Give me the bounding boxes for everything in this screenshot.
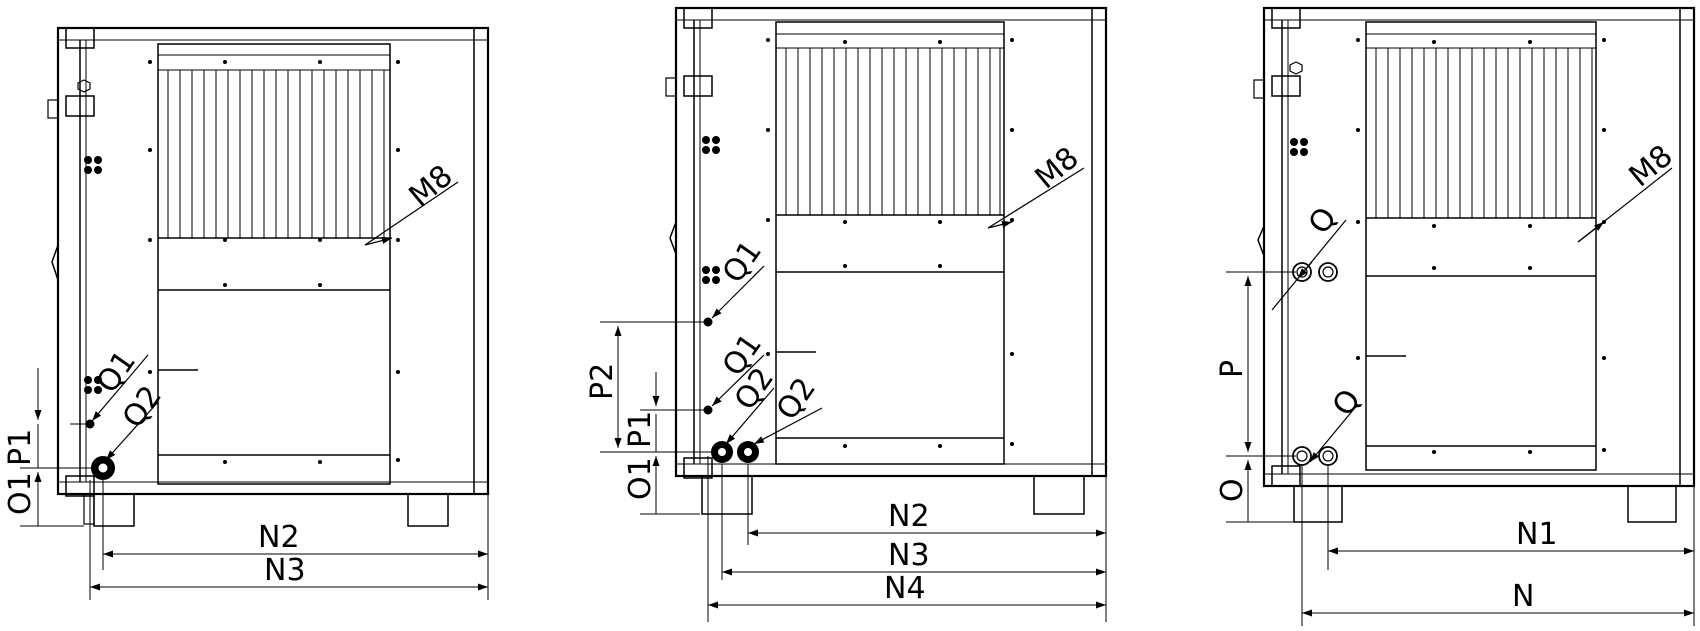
label-q-bottom: Q [1326, 383, 1368, 422]
label-q-top: Q [1302, 201, 1344, 240]
label-n3: N3 [264, 553, 306, 588]
label-p1: P1 [623, 411, 658, 448]
grille-right [1375, 48, 1593, 218]
label-n2: N2 [258, 520, 300, 555]
label-m8: M8 [1029, 140, 1086, 196]
label-p1: P1 [3, 429, 38, 466]
label-n2: N2 [888, 499, 930, 534]
grille-left [167, 70, 385, 238]
label-m8: M8 [1623, 138, 1680, 194]
label-p: P [1215, 360, 1250, 378]
label-n3: N3 [888, 538, 930, 573]
label-m8: M8 [403, 158, 460, 214]
unit-right: M8 Q Q P O N1 N [1215, 6, 1696, 626]
unit-left: M8 Q1 Q2 P1 O1 N2 N3 [3, 26, 490, 600]
label-n: N [1512, 579, 1534, 614]
label-o1: O1 [3, 472, 38, 515]
label-o1: O1 [623, 457, 658, 500]
grille-middle [785, 48, 1001, 215]
label-p2: P2 [585, 363, 620, 400]
label-o: O [1215, 478, 1250, 502]
label-q1-top: Q1 [716, 235, 769, 290]
label-n4: N4 [884, 571, 926, 606]
label-n1: N1 [1516, 517, 1558, 552]
unit-middle: M8 Q1 Q1 Q2 Q2 P2 P1 O1 N2 N3 N4 [585, 6, 1108, 622]
